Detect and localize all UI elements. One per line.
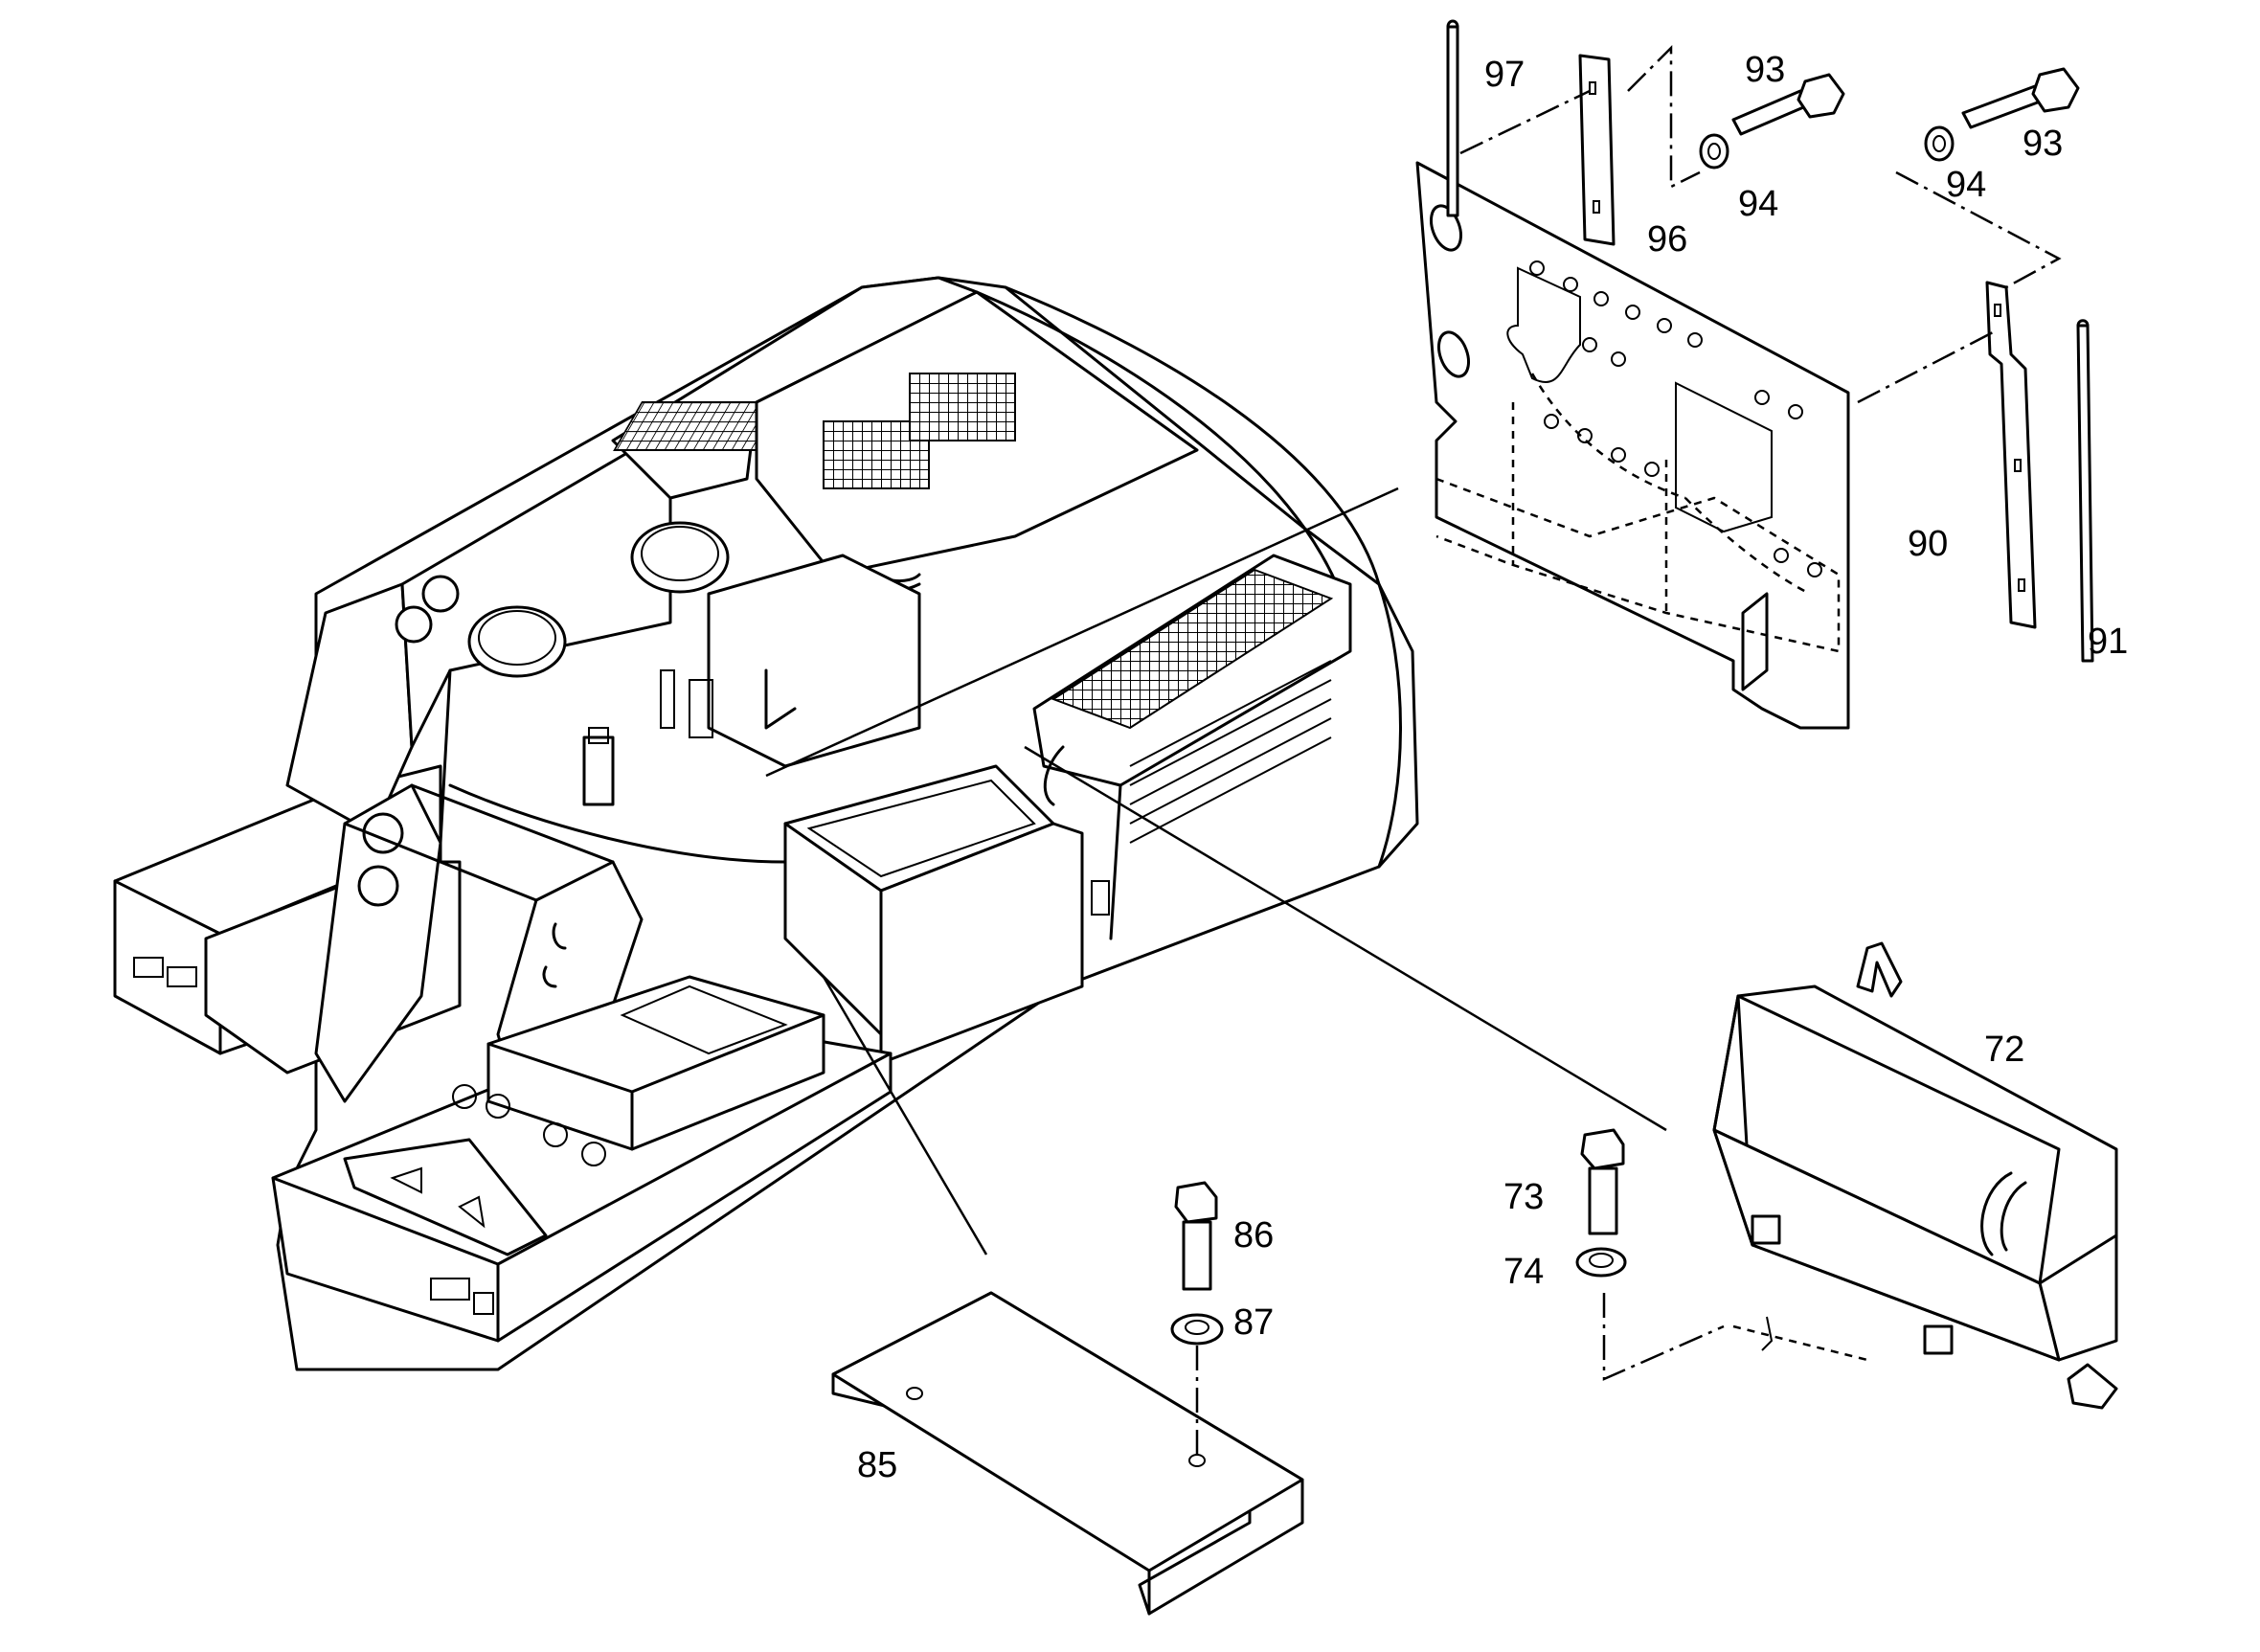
part-97-strip <box>1446 19 1459 217</box>
callout-93b: 93 <box>2023 124 2063 164</box>
leader-lines <box>765 487 1667 1256</box>
callout-93a: 93 <box>1745 50 1785 90</box>
part-72-cover <box>1712 941 2118 1410</box>
callout-87: 87 <box>1233 1302 1274 1343</box>
part-73-bolt <box>1580 1128 1625 1235</box>
callout-90: 90 <box>1908 524 1948 564</box>
leader-line-panel <box>765 487 1399 778</box>
plate-holes <box>1529 260 1822 577</box>
callout-labels: 97 93 94 96 93 94 90 91 72 73 74 86 87 8… <box>857 50 2128 1485</box>
callout-86: 86 <box>1233 1215 1274 1256</box>
callout-96: 96 <box>1647 219 1687 260</box>
assembly-lines-upper <box>1459 44 2062 404</box>
callout-74: 74 <box>1503 1252 1544 1292</box>
callout-94a: 94 <box>1738 184 1778 224</box>
leader-line-72 <box>1024 745 1667 1132</box>
part-94-washer-a <box>1699 133 1729 170</box>
machine-upper-frame <box>113 276 1419 1371</box>
part-91-strip <box>2076 319 2094 663</box>
part-96-bracket <box>1578 54 1616 246</box>
part-93-bolt-b <box>1961 67 2080 129</box>
callout-73: 73 <box>1503 1177 1544 1217</box>
part-93-bolt-a <box>1731 73 1845 136</box>
part-94-washer-b <box>1924 125 1955 162</box>
part-74-washer <box>1575 1247 1627 1278</box>
callout-97: 97 <box>1484 55 1525 95</box>
part-85-plate <box>831 1291 1304 1616</box>
callout-85: 85 <box>857 1445 897 1485</box>
assembly-line-72 <box>1602 1293 1725 1381</box>
part-90-bracket <box>1985 281 2037 629</box>
leader-line-85 <box>822 976 988 1256</box>
mounting-plate <box>1415 161 1850 730</box>
callout-94b: 94 <box>1946 165 1986 205</box>
callout-91: 91 <box>2088 622 2128 662</box>
part-87-washer <box>1170 1313 1224 1346</box>
callout-72: 72 <box>1984 1030 2024 1070</box>
part-86-bolt <box>1174 1181 1218 1291</box>
